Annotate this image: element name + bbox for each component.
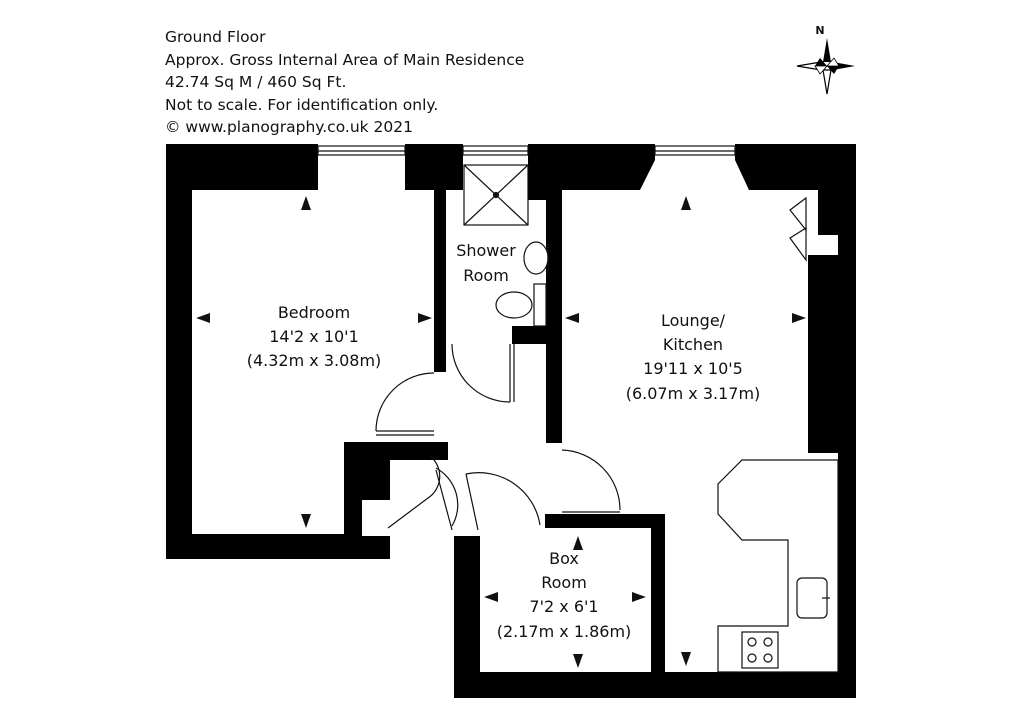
bedroom-imperial: 14'2 x 10'1 <box>269 327 359 346</box>
toilet-bowl <box>495 291 533 319</box>
compass-rose-icon: N <box>796 24 855 95</box>
shower-fittings <box>463 164 549 327</box>
windows <box>317 145 736 156</box>
floor-title: Ground Floor <box>165 28 266 46</box>
room-label-bedroom: Bedroom 14'2 x 10'1 (4.32m x 3.08m) <box>247 303 382 370</box>
room-label-lounge: Lounge/ Kitchen 19'11 x 10'5 (6.07m x 3.… <box>626 311 761 403</box>
shower-name-2: Room <box>463 266 509 285</box>
lounge-name-1: Lounge/ <box>661 311 726 330</box>
lounge-name-2: Kitchen <box>663 335 723 354</box>
lounge-imperial: 19'11 x 10'5 <box>643 359 743 378</box>
walls <box>166 144 856 698</box>
scale-disclaimer: Not to scale. For identification only. <box>165 95 439 114</box>
kitchen-fittings <box>717 459 839 673</box>
box-name-1: Box <box>549 549 579 568</box>
box-name-2: Room <box>541 573 587 592</box>
bedroom-metric: (4.32m x 3.08m) <box>247 351 382 370</box>
shower-name-1: Shower <box>456 241 516 260</box>
hob <box>741 631 779 669</box>
copyright-notice: © www.planography.co.uk 2021 <box>165 118 414 136</box>
area-caption: Approx. Gross Internal Area of Main Resi… <box>165 50 525 69</box>
room-label-shower: Shower Room <box>456 241 516 285</box>
wash-basin <box>523 241 549 275</box>
dimension-arrows <box>196 196 806 668</box>
room-label-box: Box Room 7'2 x 6'1 (2.17m x 1.86m) <box>497 549 632 641</box>
kitchen-counter <box>717 459 839 673</box>
lounge-metric: (6.07m x 3.17m) <box>626 384 761 403</box>
toilet-cistern <box>533 283 547 327</box>
box-metric: (2.17m x 1.86m) <box>497 622 632 641</box>
doors <box>375 196 807 531</box>
bedroom-name: Bedroom <box>278 303 350 322</box>
north-label: N <box>815 24 824 37</box>
area-value: 42.74 Sq M / 460 Sq Ft. <box>165 73 347 91</box>
plan-header: Ground Floor Approx. Gross Internal Area… <box>165 26 524 139</box>
box-imperial: 7'2 x 6'1 <box>529 597 598 616</box>
